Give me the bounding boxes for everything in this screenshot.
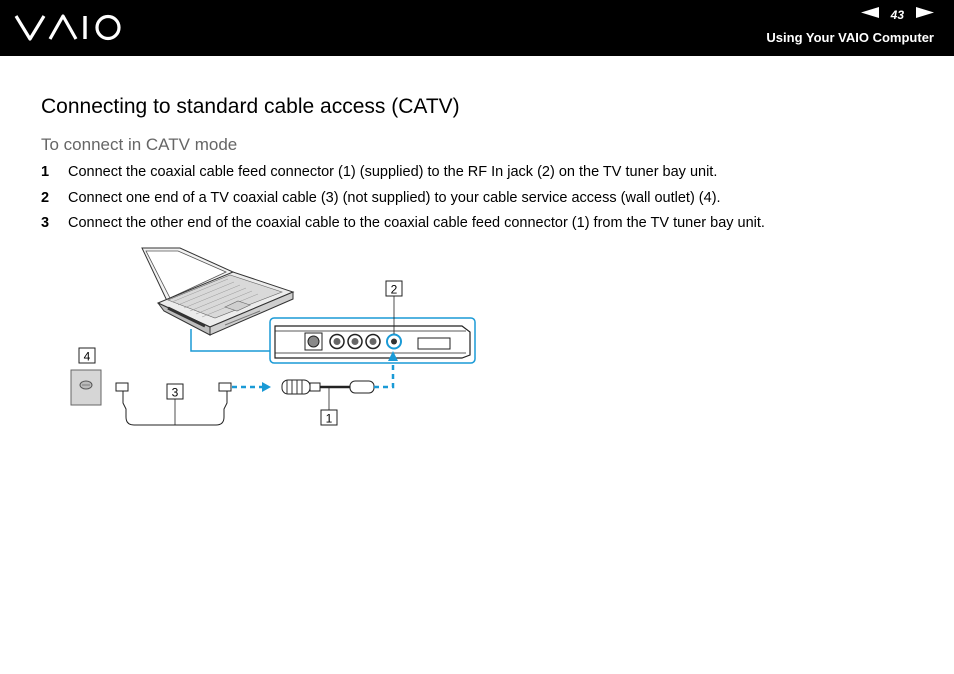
callout-4: 4	[84, 350, 91, 364]
tv-coaxial-cable	[115, 382, 232, 426]
tv-tuner-bay-unit	[274, 325, 471, 359]
next-page-button[interactable]	[916, 7, 934, 22]
rf-in-connection-arrow	[374, 361, 395, 389]
step-number: 2	[41, 189, 50, 206]
wall-outlet	[70, 369, 102, 406]
triangle-right-icon	[916, 7, 934, 18]
page-navigation: 43	[860, 7, 934, 22]
page-number: 43	[890, 7, 904, 22]
detail-leader-line	[190, 329, 270, 352]
laptop-illustration	[141, 247, 295, 336]
step-text: Connect one end of a TV coaxial cable (3…	[68, 189, 721, 206]
subsection-title: To connect in CATV mode	[41, 135, 238, 154]
previous-page-button[interactable]	[860, 7, 879, 22]
callout-2: 2	[391, 283, 398, 297]
step-text: Connect the other end of the coaxial cab…	[68, 215, 765, 231]
vaio-logo	[14, 14, 121, 41]
step-text: Connect the coaxial cable feed connector…	[68, 164, 718, 180]
section-title: Using Your VAIO Computer	[766, 30, 934, 45]
coaxial-feed-connector	[281, 379, 375, 411]
catv-connection-diagram: 2 4 3 1	[70, 247, 476, 426]
step-number: 1	[41, 164, 50, 180]
step-number: 3	[41, 215, 50, 231]
page-header: 43 Using Your VAIO Computer	[0, 0, 954, 56]
callout-3: 3	[172, 386, 179, 400]
page-title: Connecting to standard cable access (CAT…	[41, 95, 460, 118]
triangle-left-icon	[860, 7, 879, 18]
callout-1: 1	[326, 412, 333, 426]
tuner-bay-detail-frame	[269, 317, 476, 364]
